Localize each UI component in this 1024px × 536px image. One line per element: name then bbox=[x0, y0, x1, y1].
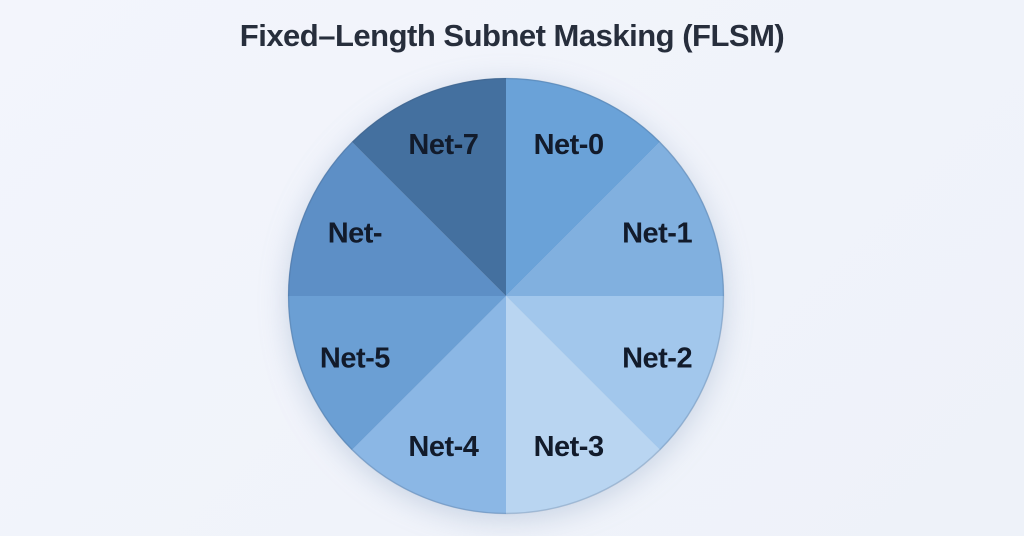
pie-rim bbox=[287, 77, 725, 515]
pie-slice-net-4 bbox=[351, 296, 506, 514]
slice-label-5: Net-5 bbox=[320, 343, 390, 375]
pie-slice-net-1 bbox=[506, 141, 724, 296]
pie-slice-net-0 bbox=[506, 77, 661, 296]
pie-slice-net-blank bbox=[288, 141, 506, 296]
pie-slice-net-5 bbox=[288, 296, 506, 451]
chart-title: Fixed–Length Subnet Masking (FLSM) bbox=[239, 18, 785, 53]
pie-slice-net-7 bbox=[351, 78, 506, 296]
slice-label-7: Net-7 bbox=[408, 129, 478, 161]
pie-slice-net-2 bbox=[506, 296, 724, 451]
slice-label-1: Net-1 bbox=[622, 217, 692, 249]
slice-label-2: Net-2 bbox=[622, 343, 692, 375]
slice-label-0: Net-0 bbox=[534, 129, 604, 161]
slice-label-4: Net-4 bbox=[408, 431, 478, 463]
slice-label-3: Net-3 bbox=[534, 431, 604, 463]
pie-slices-group bbox=[287, 77, 725, 515]
pie-slice-net-3 bbox=[506, 296, 661, 514]
slice-label-6: Net- bbox=[328, 217, 382, 249]
